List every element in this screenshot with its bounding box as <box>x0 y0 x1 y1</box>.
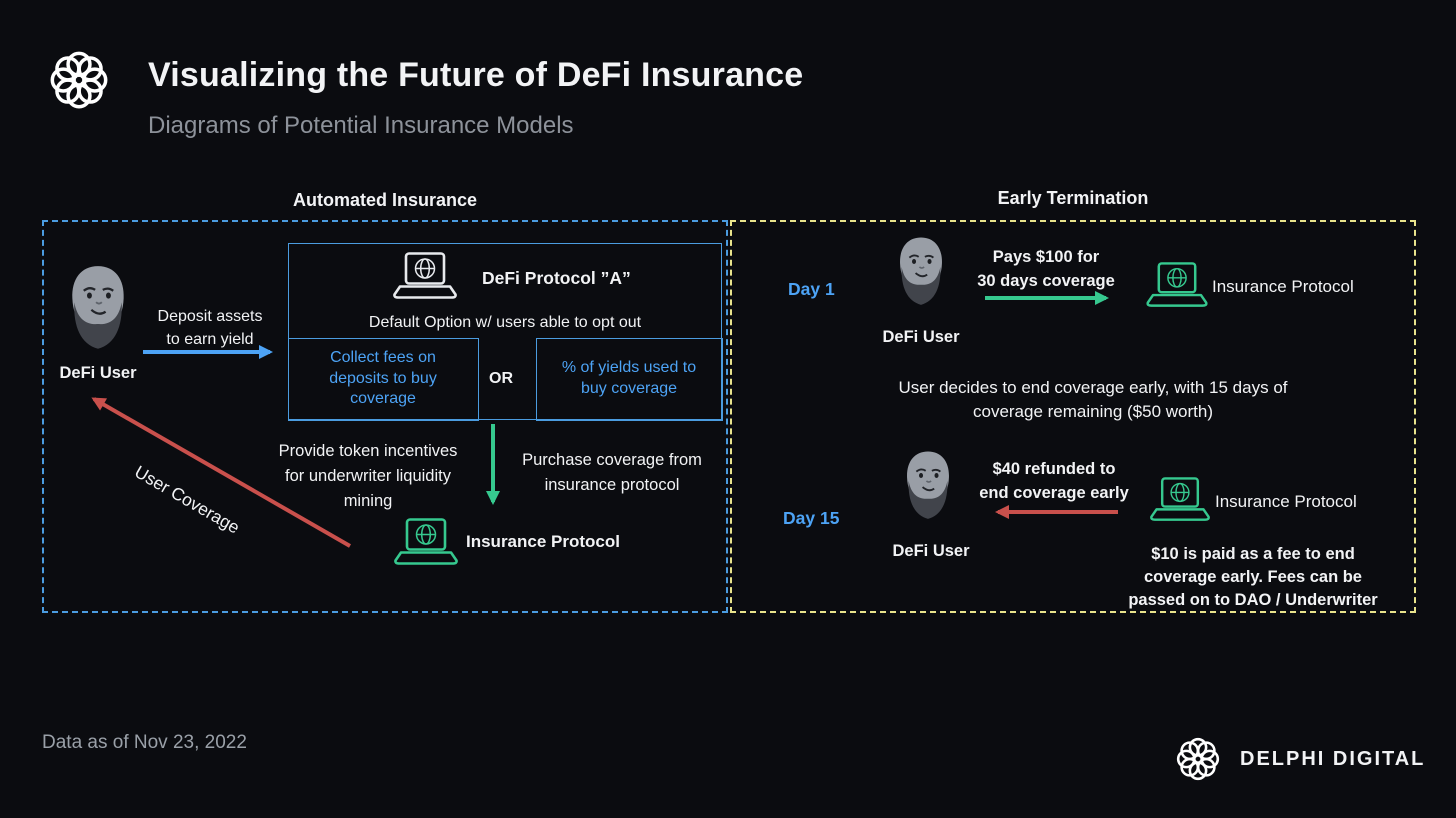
automated-panel <box>42 220 728 613</box>
brand-wordmark: DELPHI DIGITAL <box>1240 748 1426 770</box>
defi-user-avatar <box>60 260 136 352</box>
defi-protocol-subtitle: Default Option w/ users able to opt out <box>368 314 642 331</box>
or-label: OR <box>489 370 513 387</box>
day1-insurance-label: Insurance Protocol <box>1212 277 1354 296</box>
defi-protocol-title: DeFi Protocol ”A” <box>482 268 631 288</box>
option-collect-fees-label: Collect fees on deposits to buy coverage <box>329 348 437 408</box>
incentives-label: Provide token incentives for underwriter… <box>278 442 458 510</box>
purchase-label: Purchase coverage from insurance protoco… <box>522 451 702 494</box>
defi-user-label: DeFi User <box>59 364 137 382</box>
day15-insurance-laptop-icon <box>1150 477 1210 522</box>
day15-user-avatar <box>897 446 959 522</box>
defi-protocol-laptop-icon <box>393 252 457 300</box>
data-note: Data as of Nov 23, 2022 <box>42 732 247 753</box>
day1-pay-label: Pays $100 for 30 days coverage <box>977 248 1115 290</box>
option-yields-box: % of yields used to buy coverage <box>535 337 723 421</box>
automated-panel-title: Automated Insurance <box>292 190 478 210</box>
delphi-footer-logo-icon <box>1172 733 1224 785</box>
option-collect-fees-box: Collect fees on deposits to buy coverage <box>287 337 479 421</box>
option-yields-label: % of yields used to buy coverage <box>561 359 697 397</box>
insurance-label: Insurance Protocol <box>466 532 620 551</box>
termination-panel-title: Early Termination <box>997 188 1149 208</box>
day15-user-label: DeFi User <box>892 542 970 560</box>
page-title: Visualizing the Future of DeFi Insurance <box>148 56 804 94</box>
day15-insurance-label: Insurance Protocol <box>1215 492 1357 511</box>
insurance-laptop-icon <box>394 518 458 566</box>
day1-user-label: DeFi User <box>882 328 960 346</box>
day1-label: Day 1 <box>788 279 835 299</box>
deposit-label: Deposit assets to earn yield <box>157 308 263 349</box>
day1-insurance-laptop-icon <box>1146 262 1208 308</box>
page-subtitle: Diagrams of Potential Insurance Models <box>148 112 574 139</box>
delphi-logo-icon <box>44 45 114 115</box>
termination-panel <box>730 220 1416 613</box>
termination-mid-text: User decides to end coverage early, with… <box>898 378 1288 421</box>
day15-refund-label: $40 refunded to end coverage early <box>979 460 1129 502</box>
day15-label: Day 15 <box>783 508 840 528</box>
defi-protocol-box: DeFi Protocol ”A” Default Option w/ user… <box>287 243 723 421</box>
termination-footnote: $10 is paid as a fee to end coverage ear… <box>1128 545 1378 609</box>
day1-user-avatar <box>890 232 952 308</box>
